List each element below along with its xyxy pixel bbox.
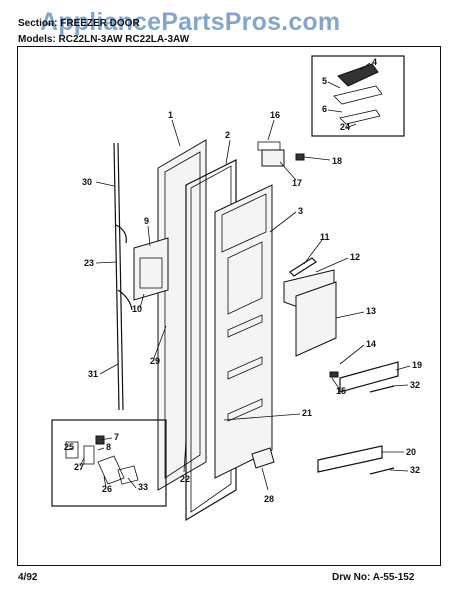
callout-21: 21	[302, 408, 312, 418]
callout-9: 9	[144, 216, 149, 226]
revision-date: 4/92	[18, 572, 38, 583]
small-parts-right	[251, 141, 399, 475]
door-gasket-part	[185, 159, 237, 522]
callout-28: 28	[264, 494, 274, 504]
callout-22: 22	[180, 474, 190, 484]
callout-15: 15	[336, 386, 346, 396]
callout-23: 23	[84, 258, 94, 268]
callout-14: 14	[366, 339, 376, 349]
callout-32: 32	[410, 465, 420, 475]
callout-31: 31	[88, 369, 98, 379]
callout-32: 32	[410, 380, 420, 390]
callout-3: 3	[298, 206, 303, 216]
door-panel-part	[157, 139, 207, 491]
callout-30: 30	[82, 177, 92, 187]
dispenser-frame-part	[133, 237, 169, 301]
callout-17: 17	[292, 178, 302, 188]
callout-10: 10	[132, 304, 142, 314]
section-label: Section: FREEZER DOOR	[18, 18, 140, 29]
callout-25: 25	[64, 442, 74, 452]
callout-16: 16	[270, 110, 280, 120]
callout-26: 26	[102, 484, 112, 494]
callout-27: 27	[74, 462, 84, 472]
callout-2: 2	[225, 130, 230, 140]
drawing-number: Drw No: A-55-152	[332, 572, 415, 583]
callout-4: 4	[372, 57, 377, 67]
callout-leaders	[67, 62, 411, 491]
callout-20: 20	[406, 447, 416, 457]
inset-box-upper	[311, 55, 405, 137]
callout-6: 6	[322, 104, 327, 114]
callout-7: 7	[114, 432, 119, 442]
callout-33: 33	[138, 482, 148, 492]
watermark-text: AppliancePartsPros.com	[40, 8, 341, 36]
callout-labels: 1234567891011121314151617181920212223242…	[64, 57, 422, 504]
callout-29: 29	[150, 356, 160, 366]
callout-8: 8	[106, 442, 111, 452]
callout-19: 19	[412, 360, 422, 370]
callout-18: 18	[332, 156, 342, 166]
door-liner-part	[214, 184, 273, 479]
door-handle-part	[113, 142, 133, 411]
callout-12: 12	[350, 252, 360, 262]
diagram-frame	[17, 46, 441, 566]
callout-11: 11	[320, 232, 330, 242]
models-label: Models: RC22LN-3AW RC22LA-3AW	[18, 34, 190, 45]
callout-13: 13	[366, 306, 376, 316]
callout-1: 1	[168, 110, 173, 120]
callout-5: 5	[322, 76, 327, 86]
callout-24: 24	[340, 122, 350, 132]
